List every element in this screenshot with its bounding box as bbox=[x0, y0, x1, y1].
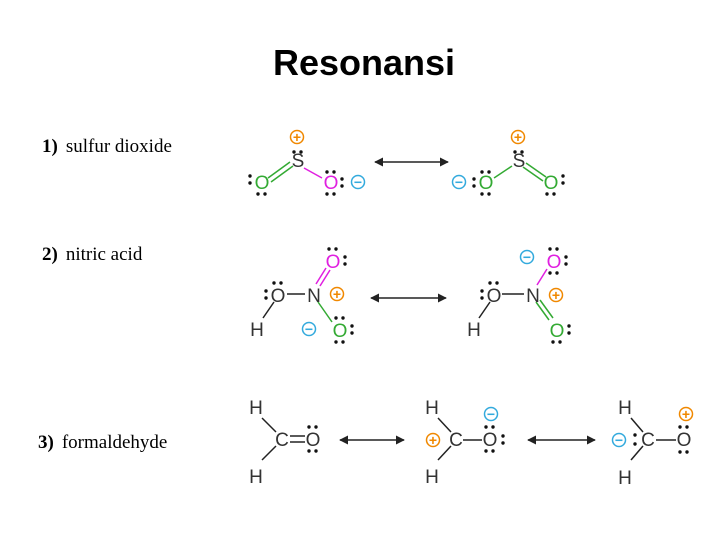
oxygen-atom: O bbox=[544, 173, 559, 194]
svg-text:+: + bbox=[514, 129, 522, 145]
oxygen-atom: O bbox=[483, 430, 498, 451]
hydrogen-atom: H bbox=[425, 398, 439, 419]
lone-pair-dots bbox=[633, 425, 689, 454]
minus-charge: − bbox=[611, 432, 627, 448]
item-name: sulfur dioxide bbox=[65, 136, 172, 157]
carbon-atom: C bbox=[641, 430, 655, 451]
hno3-structure-a: O N H O O + − bbox=[250, 247, 354, 344]
oxygen-atom: O bbox=[255, 173, 270, 194]
slide-title: Resonansi bbox=[272, 42, 456, 83]
plus-charge: + bbox=[548, 287, 564, 303]
sulfur-atom: S bbox=[513, 151, 526, 172]
plus-charge: + bbox=[425, 432, 441, 448]
plus-charge: + bbox=[289, 129, 305, 145]
hydrogen-atom: H bbox=[618, 398, 632, 419]
minus-charge: − bbox=[519, 249, 535, 265]
lone-pair-dots bbox=[472, 150, 565, 196]
nitrogen-atom: N bbox=[307, 286, 321, 307]
minus-charge: − bbox=[483, 406, 499, 422]
lone-pair-dots bbox=[248, 150, 344, 196]
so2-structure-a: S O O + − bbox=[248, 129, 366, 196]
hydrogen-atom: H bbox=[467, 320, 481, 341]
carbon-atom: C bbox=[275, 430, 289, 451]
svg-text:+: + bbox=[333, 286, 341, 302]
minus-charge: − bbox=[451, 174, 467, 190]
oxygen-atom: O bbox=[271, 286, 286, 307]
svg-text:−: − bbox=[487, 406, 495, 422]
svg-text:+: + bbox=[552, 287, 560, 303]
oxygen-atom: O bbox=[677, 430, 692, 451]
carbon-atom: C bbox=[449, 430, 463, 451]
hydrogen-atom: H bbox=[425, 467, 439, 488]
oxygen-atom: O bbox=[487, 286, 502, 307]
hydrogen-atom: H bbox=[249, 398, 263, 419]
ch2o-structure-c: H C H O + − bbox=[611, 398, 694, 489]
hydrogen-atom: H bbox=[618, 468, 632, 489]
plus-charge: + bbox=[510, 129, 526, 145]
item-name: nitric acid bbox=[65, 244, 143, 265]
lone-pair-dots bbox=[307, 425, 318, 453]
oxygen-atom: O bbox=[333, 321, 348, 342]
item-name: formaldehyde bbox=[61, 432, 168, 453]
item-number: 3) bbox=[38, 432, 54, 453]
lone-pair-dots bbox=[264, 247, 354, 344]
plus-charge: + bbox=[678, 406, 694, 422]
oxygen-atom: O bbox=[326, 252, 341, 273]
hydrogen-atom: H bbox=[250, 320, 264, 341]
svg-text:−: − bbox=[615, 432, 623, 448]
plus-charge: + bbox=[329, 286, 345, 302]
item-number: 2) bbox=[42, 244, 58, 265]
svg-text:−: − bbox=[305, 321, 313, 337]
minus-charge: − bbox=[350, 174, 366, 190]
item-label-nitric-acid: 2) nitric acid bbox=[42, 244, 142, 266]
oxygen-atom: O bbox=[324, 173, 339, 194]
oxygen-atom: O bbox=[306, 430, 321, 451]
lone-pair-dots bbox=[480, 247, 571, 344]
item-number: 1) bbox=[42, 136, 58, 157]
ch2o-structure-b: H C H O + − bbox=[425, 398, 505, 488]
item-label-sulfur-dioxide: 1) sulfur dioxide bbox=[42, 136, 172, 158]
svg-text:+: + bbox=[682, 406, 690, 422]
nitrogen-atom: N bbox=[526, 286, 540, 307]
svg-text:−: − bbox=[523, 249, 531, 265]
lone-pair-dots bbox=[484, 425, 505, 453]
sulfur-atom: S bbox=[292, 151, 305, 172]
minus-charge: − bbox=[301, 321, 317, 337]
svg-text:−: − bbox=[455, 174, 463, 190]
so2-structure-b: S O O + − bbox=[451, 129, 565, 196]
hno3-structure-b: O N H O O + − bbox=[467, 247, 571, 344]
svg-text:−: − bbox=[354, 174, 362, 190]
svg-text:+: + bbox=[429, 432, 437, 448]
oxygen-atom: O bbox=[547, 252, 562, 273]
item-label-formaldehyde: 3) formaldehyde bbox=[38, 432, 167, 454]
hydrogen-atom: H bbox=[249, 467, 263, 488]
oxygen-atom: O bbox=[479, 173, 494, 194]
oxygen-atom: O bbox=[550, 321, 565, 342]
ch2o-structure-a: H C H O bbox=[249, 398, 320, 488]
svg-text:+: + bbox=[293, 129, 301, 145]
